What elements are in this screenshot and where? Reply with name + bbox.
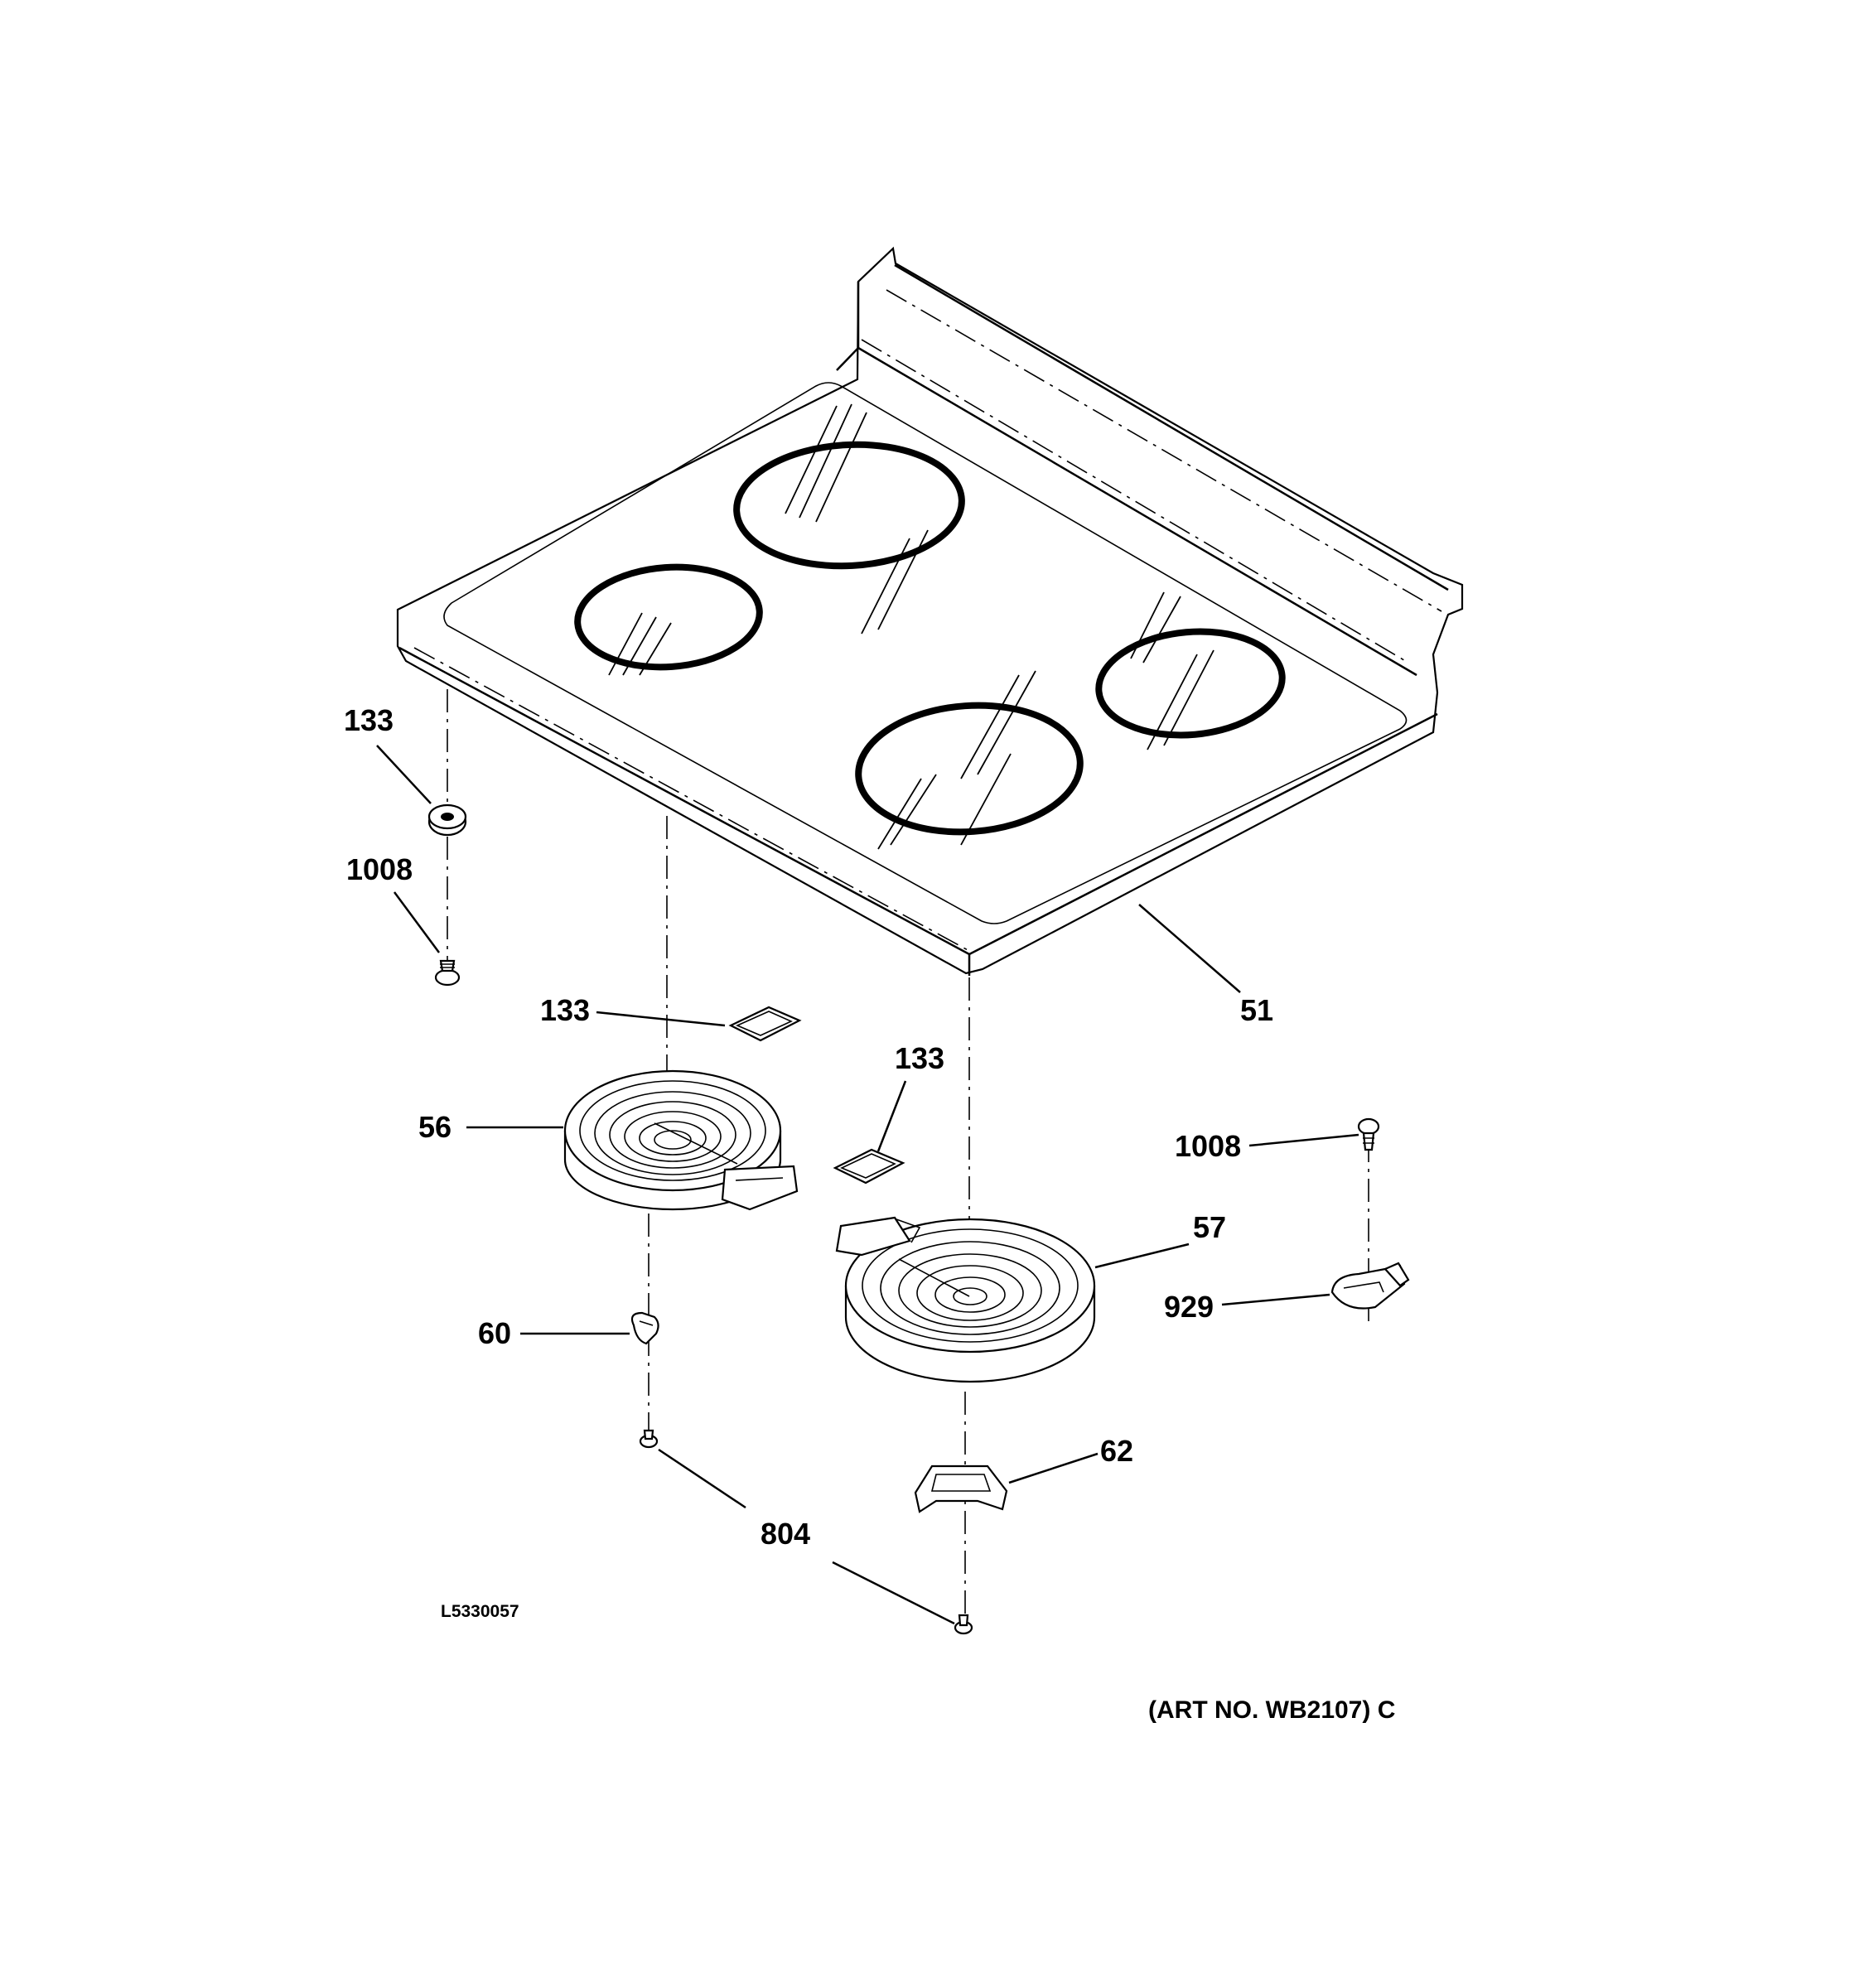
leader-929 bbox=[1221, 1293, 1330, 1306]
callout-60: 60 bbox=[478, 1316, 511, 1350]
bracket-929 bbox=[1330, 1262, 1410, 1310]
leader-133-pad-right bbox=[876, 1080, 907, 1152]
leader-1008-left bbox=[393, 891, 441, 953]
leader-133-left bbox=[376, 745, 432, 804]
callout-1008-left: 1008 bbox=[346, 852, 413, 886]
callout-133-grommet: 133 bbox=[344, 703, 394, 737]
callout-133-pad-left: 133 bbox=[540, 993, 590, 1027]
radiant-element-57 bbox=[835, 1216, 1096, 1383]
leader-804-bottom bbox=[832, 1561, 955, 1625]
callout-1008-right: 1008 bbox=[1175, 1129, 1241, 1163]
callout-929: 929 bbox=[1164, 1290, 1214, 1324]
leader-1008-right bbox=[1248, 1133, 1359, 1147]
burner-ring-front-right bbox=[855, 670, 1084, 850]
radiant-element-56 bbox=[563, 1069, 799, 1211]
drawing-code: L5330057 bbox=[441, 1602, 519, 1621]
screw-804-left bbox=[639, 1429, 659, 1449]
callout-62: 62 bbox=[1100, 1434, 1133, 1468]
leader-57 bbox=[1094, 1242, 1190, 1269]
burner-ring-front-left bbox=[574, 563, 763, 676]
burner-ring-rear-left bbox=[733, 403, 965, 635]
screw-804-bottom bbox=[954, 1614, 973, 1635]
callout-133-pad-right: 133 bbox=[895, 1041, 944, 1075]
callout-57: 57 bbox=[1193, 1210, 1226, 1244]
callout-56: 56 bbox=[418, 1110, 452, 1144]
pad-133-left bbox=[728, 1006, 802, 1042]
callout-804: 804 bbox=[761, 1517, 810, 1551]
burner-ring-rear-right bbox=[1095, 591, 1286, 750]
leader-51 bbox=[1138, 904, 1241, 993]
art-number: (ART NO. WB2107) C bbox=[1148, 1696, 1395, 1724]
screw-1008-left bbox=[434, 959, 461, 987]
leader-804-left bbox=[658, 1448, 746, 1509]
grommet-133-left bbox=[427, 803, 467, 837]
callout-51: 51 bbox=[1240, 993, 1273, 1027]
leader-133-pad-left bbox=[596, 1011, 726, 1027]
pad-133-right bbox=[833, 1148, 905, 1185]
clip-60 bbox=[630, 1311, 659, 1345]
bracket-62 bbox=[914, 1464, 1008, 1513]
cooktop-glass-panel bbox=[396, 246, 1464, 976]
leader-62 bbox=[1008, 1452, 1099, 1484]
screw-1008-right bbox=[1357, 1117, 1380, 1151]
